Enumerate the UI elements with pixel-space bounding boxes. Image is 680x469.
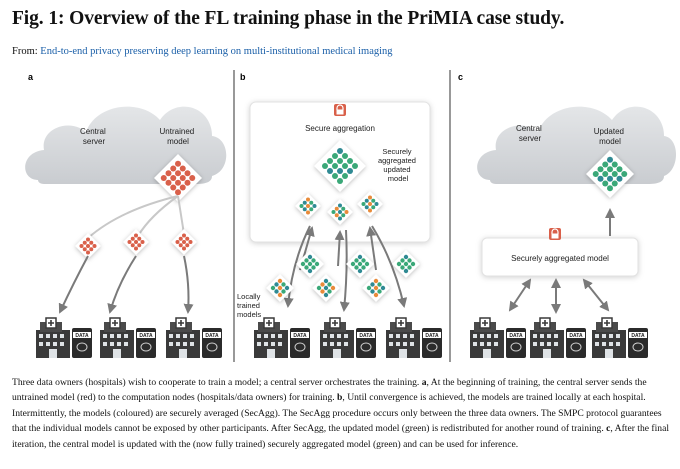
local-model: [316, 278, 336, 298]
model-dots: [592, 156, 628, 192]
upload-arrow: [334, 230, 345, 267]
local-model: [366, 278, 386, 298]
updated-model: [586, 150, 634, 198]
aggregating-model: [299, 197, 317, 215]
distribution-line: [137, 195, 179, 237]
caption-segment: b: [337, 392, 343, 404]
caption-segment: , Until convergence is achieved, the mod…: [12, 392, 662, 435]
exchange-arrow: [508, 278, 532, 312]
local-model: [396, 254, 416, 274]
central-server-cloud: [477, 106, 676, 184]
aggregating-model: [331, 203, 349, 221]
data-badge-label: DATA: [139, 333, 153, 339]
data-badge-label: DATA: [293, 333, 307, 339]
exchange-arrow: [582, 278, 610, 312]
lock-icon: [549, 228, 561, 240]
model-dots: [322, 148, 358, 184]
aggregated-model-label: Securely aggregated model: [511, 254, 609, 263]
arrow-to-hospital: [107, 255, 137, 314]
data-badge-label: DATA: [75, 333, 89, 339]
download-arrow: [339, 229, 350, 312]
aggregated-model-label: Securely aggregated updated model: [378, 147, 418, 183]
caption-segment: c: [606, 423, 611, 435]
data-badge-label: DATA: [205, 333, 219, 339]
panel-label-c: c: [458, 72, 463, 82]
data-badge-label: DATA: [631, 333, 645, 339]
data-badge-label: DATA: [359, 333, 373, 339]
caption-segment: , After the final iteration, the central…: [12, 423, 669, 450]
model-dots: [160, 160, 196, 196]
distribution-line: [87, 195, 179, 239]
untrained-model-label: Untrained model: [160, 127, 197, 146]
untrained-model-small: [79, 237, 97, 255]
from-label: From:: [12, 46, 38, 57]
caption-segment: a: [421, 377, 427, 388]
untrained-model-small: [175, 233, 193, 251]
figure-caption: Three data owners (hospitals) wish to co…: [12, 375, 672, 452]
aggregating-model: [361, 195, 379, 213]
figure-illustration: a Central server Untrained model b Secur…: [25, 70, 676, 362]
secure-aggregation-label: Secure aggregation: [305, 124, 375, 133]
lock-icon: [334, 104, 346, 116]
untrained-model-large: [154, 154, 202, 202]
download-arrow: [371, 225, 408, 308]
arrow-to-hospital: [183, 255, 194, 314]
data-badge-label: DATA: [509, 333, 523, 339]
data-badge-label: DATA: [569, 333, 583, 339]
panel-label-b: b: [240, 72, 246, 82]
panel-label-a: a: [28, 72, 34, 82]
local-model: [300, 254, 320, 274]
locally-trained-label: Locally trained models: [237, 292, 262, 319]
data-badge-label: DATA: [425, 333, 439, 339]
upload-arrow: [366, 226, 377, 271]
central-server-label: Central server: [516, 124, 544, 143]
local-model: [350, 254, 370, 274]
arrow-to-hospital: [58, 255, 89, 314]
local-model: [270, 278, 290, 298]
figure-title: Fig. 1: Overview of the FL training phas…: [12, 8, 565, 29]
caption-segment: , At the beginning of training, the cent…: [12, 377, 647, 404]
source-line: From: End-to-end privacy preserving deep…: [12, 46, 393, 57]
download-arrow: [283, 225, 311, 308]
caption-segment: Three data owners (hospitals) wish to co…: [12, 377, 422, 388]
untrained-model-small: [127, 233, 145, 251]
updated-model-label: Updated model: [594, 127, 626, 146]
distribution-line: [177, 195, 185, 235]
article-link[interactable]: End-to-end privacy preserving deep learn…: [40, 46, 393, 57]
aggregated-model: [314, 140, 366, 192]
central-server-label: Central server: [80, 127, 108, 146]
